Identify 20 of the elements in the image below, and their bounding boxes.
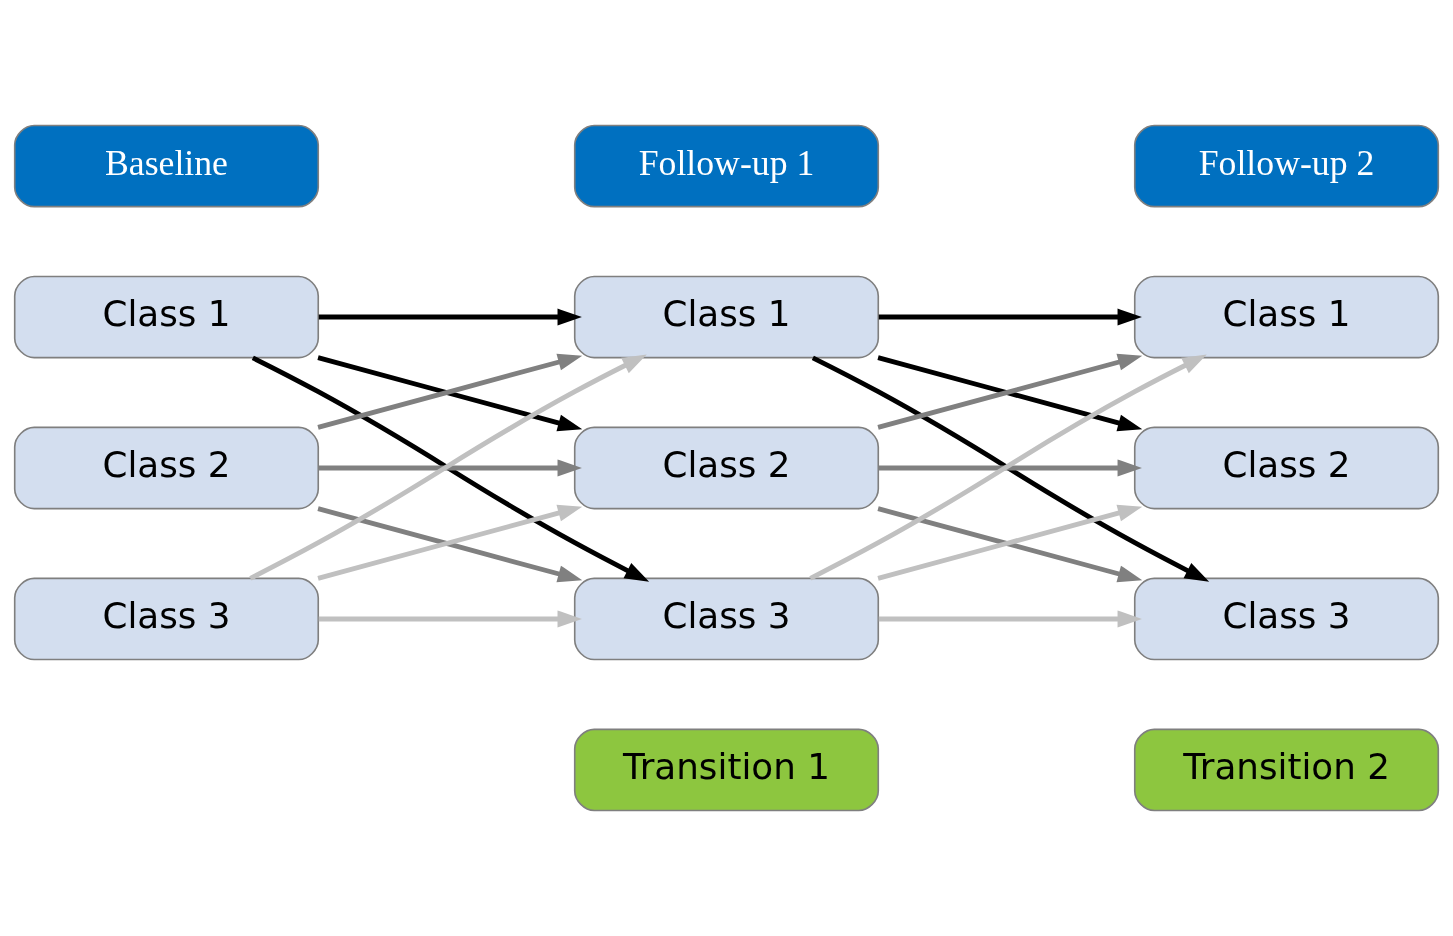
node-box: Follow-up 1	[573, 124, 880, 208]
node-box: Follow-up 2	[1133, 124, 1440, 208]
arrow	[318, 308, 582, 326]
arrow	[318, 459, 582, 477]
arrow	[878, 308, 1142, 326]
arrow	[318, 610, 582, 628]
node-box: Class 2	[1133, 426, 1440, 510]
node-box: Class 3	[573, 577, 880, 661]
node-box: Class 3	[1133, 577, 1440, 661]
node-box: Class 1	[1133, 275, 1440, 359]
node-box: Class 1	[573, 275, 880, 359]
node-box: Class 2	[13, 426, 320, 510]
node-box: Class 3	[13, 577, 320, 661]
arrow	[878, 459, 1142, 477]
node-box: Class 1	[13, 275, 320, 359]
arrow	[878, 610, 1142, 628]
node-box: Transition 2	[1133, 728, 1440, 812]
node-box: Class 2	[573, 426, 880, 510]
node-box: Baseline	[13, 124, 320, 208]
node-box: Transition 1	[573, 728, 880, 812]
